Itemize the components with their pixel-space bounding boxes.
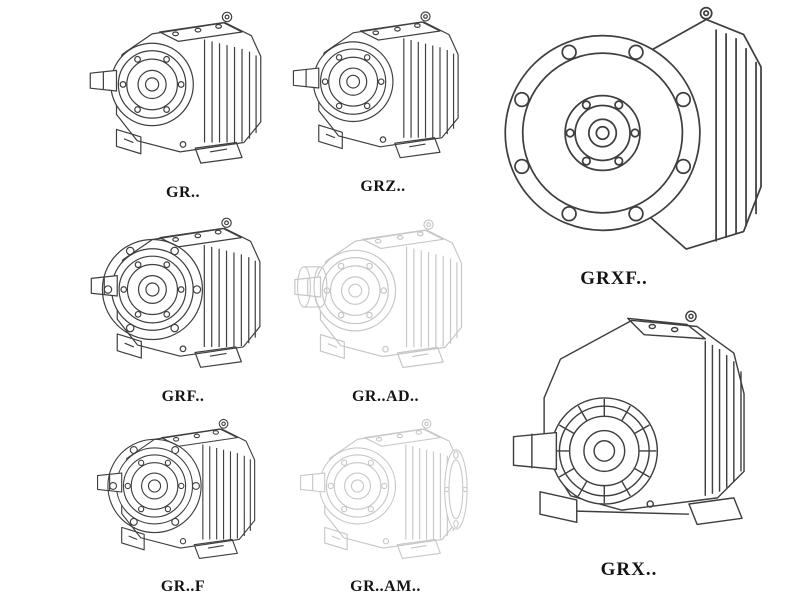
gearbox-flange-front-drawing bbox=[495, 2, 785, 264]
gearbox-adapter-ghost-drawing bbox=[288, 210, 483, 384]
gearbox-ribbed-housing-drawing bbox=[497, 300, 783, 555]
gearbox-output-flange-ghost-drawing bbox=[290, 410, 482, 574]
model-cell-grff: GR..F bbox=[78, 410, 288, 600]
model-cell-grf: GRF.. bbox=[78, 208, 288, 408]
model-cell-gr: GR.. bbox=[78, 2, 288, 204]
model-cell-grxf: GRXF.. bbox=[492, 2, 788, 298]
model-label-grad: GR..AD.. bbox=[351, 388, 420, 405]
model-label-gram: GR..AM.. bbox=[350, 578, 421, 595]
model-label-gr: GR.. bbox=[166, 184, 200, 201]
model-label-grxf: GRXF.. bbox=[580, 268, 648, 289]
gearbox-foot-mounted-drawing bbox=[288, 2, 478, 174]
model-cell-grz: GRZ.. bbox=[288, 2, 478, 204]
gearbox-foot-flange-drawing bbox=[87, 410, 279, 574]
model-label-grff: GR..F bbox=[160, 578, 206, 595]
model-cell-gram: GR..AM.. bbox=[288, 410, 483, 600]
model-label-grx: GRX.. bbox=[600, 559, 658, 580]
model-cell-grx: GRX.. bbox=[492, 300, 788, 592]
gearbox-foot-flange-drawing bbox=[82, 208, 284, 384]
gearbox-foot-mounted-drawing bbox=[82, 2, 284, 180]
model-label-grz: GRZ.. bbox=[360, 178, 406, 195]
model-label-grf: GRF.. bbox=[161, 388, 205, 405]
model-cell-grad: GR..AD.. bbox=[288, 210, 483, 408]
